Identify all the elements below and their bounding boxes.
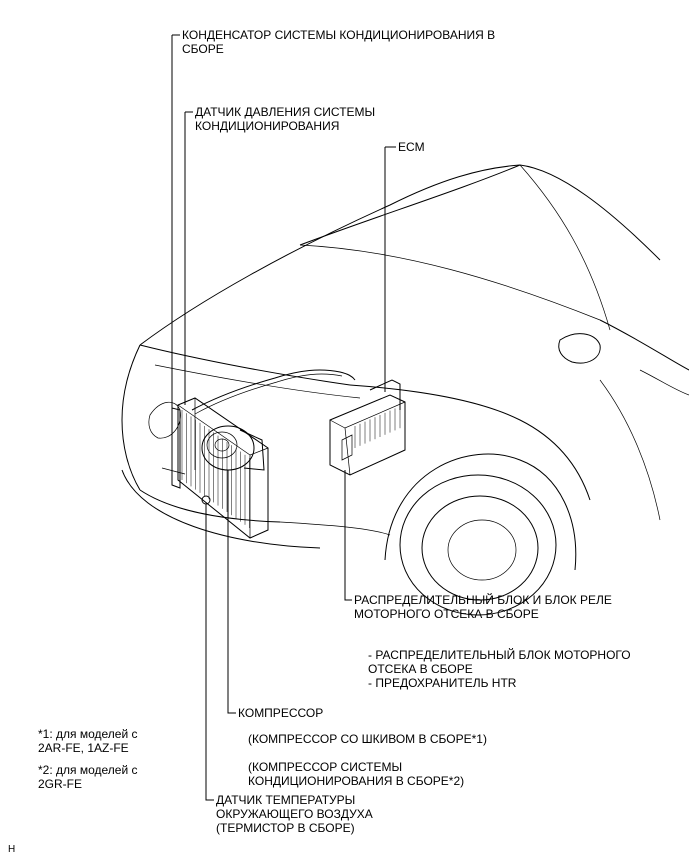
label-compressor-note1: (КОМПРЕССОР СО ШКИВОМ В СБОРЕ*1): [248, 732, 487, 746]
label-ambient-sensor: ДАТЧИК ТЕМПЕРАТУРЫ ОКРУЖАЮЩЕГО ВОЗДУХА (…: [216, 793, 373, 835]
refrigerant-pipe: [191, 369, 356, 411]
label-relay-block: РАСПРЕДЕЛИТЕЛЬНЫЙ БЛОК И БЛОК РЕЛЕ МОТОР…: [354, 593, 612, 621]
label-condenser: КОНДЕНСАТОР СИСТЕМЫ КОНДИЦИОНИРОВАНИЯ В …: [182, 28, 496, 56]
corner-mark: H: [8, 844, 16, 855]
label-ecm: ECM: [398, 140, 425, 154]
footnote-2: *2: для моделей с 2GR-FE: [38, 763, 138, 791]
compressor-unit: [201, 425, 265, 471]
relay-block-unit: [329, 379, 406, 476]
footnote-1: *1: для моделей с 2AR-FE, 1AZ-FE: [38, 727, 138, 755]
car-body: [121, 164, 689, 616]
label-relay-block-items: - РАСПРЕДЕЛИТЕЛЬНЫЙ БЛОК МОТОРНОГО ОТСЕК…: [368, 648, 631, 690]
label-pressure-sensor: ДАТЧИК ДАВЛЕНИЯ СИСТЕМЫ КОНДИЦИОНИРОВАНИ…: [195, 105, 376, 133]
leader-lines: [171, 34, 396, 801]
condenser-unit: [161, 397, 269, 539]
label-compressor: КОМПРЕССОР: [238, 706, 324, 720]
label-compressor-note2: (КОМПРЕССОР СИСТЕМЫ КОНДИЦИОНИРОВАНИЯ В …: [248, 760, 465, 788]
